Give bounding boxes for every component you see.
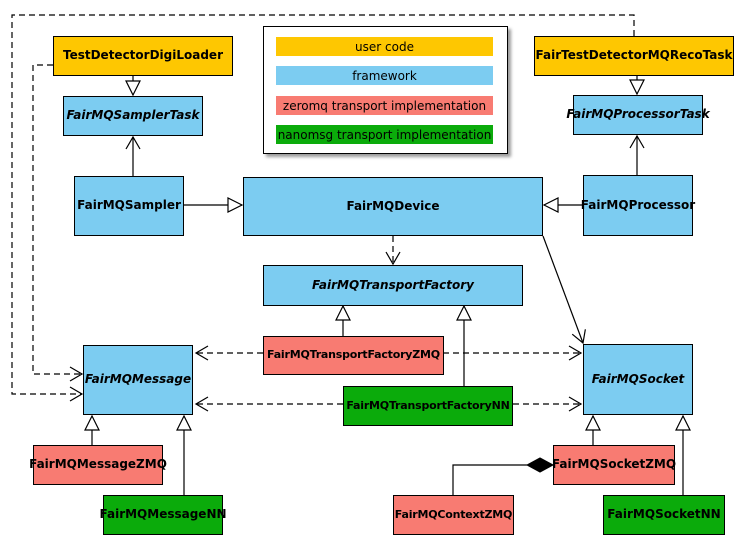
node-fairmq-socket: FairMQSocket [583,344,693,415]
node-label: FairMQSocketZMQ [551,457,677,472]
node-label: FairMQMessageZMQ [29,457,167,472]
node-fairmq-transport-factory-zmq: FairMQTransportFactoryZMQ [263,336,444,375]
node-fairmq-message-nn: FairMQMessageNN [99,495,227,535]
node-label: FairMQTransportFactory [312,277,474,292]
legend-item-zeromq: zeromq transport implementation [276,96,493,115]
composition-diamond [525,457,555,473]
node-label: FairMQMessageNN [99,507,227,522]
node-label: FairMQSocket [591,371,685,386]
node-label: FairMQProcessorTask [566,107,710,122]
edge-device-uses-socket [542,235,586,345]
node-label: FairMQSamplerTask [66,108,200,123]
edge-contextzmq-composition-socketzmq [452,464,527,495]
legend-label: nanomsg transport implementation [277,127,492,142]
node-fairmq-context-zmq: FairMQContextZMQ [393,495,514,535]
node-label: FairMQSocketNN [607,507,721,522]
node-fairmq-socket-zmq: FairMQSocketZMQ [551,445,677,485]
edge-recotask-depends-message [11,14,635,402]
edge-digiloader-depends-message [32,64,84,382]
node-label: FairMQContextZMQ [394,507,513,521]
legend: user code framework zeromq transport imp… [263,26,508,154]
node-fairmq-transport-factory-nn: FairMQTransportFactoryNN [343,386,513,426]
node-label: FairMQDevice [346,198,440,213]
node-label: FairMQMessage [84,372,192,387]
node-test-detector-digi-loader: TestDetectorDigiLoader [53,36,233,76]
node-fairmq-sampler-task: FairMQSamplerTask [63,96,203,136]
legend-item-user-code: user code [276,37,493,56]
node-fair-test-detector-mq-reco-task: FairTestDetectorMQRecoTask [534,36,734,76]
node-fairmq-socket-nn: FairMQSocketNN [603,495,725,535]
node-fairmq-transport-factory: FairMQTransportFactory [263,265,523,306]
node-fairmq-processor: FairMQProcessor [580,175,696,236]
node-label: FairMQSampler [77,198,181,213]
node-label: FairMQTransportFactoryNN [346,398,510,412]
legend-label: zeromq transport implementation [282,98,487,113]
legend-item-nanomsg: nanomsg transport implementation [276,125,493,144]
legend-label: framework [352,68,417,83]
node-fairmq-message-zmq: FairMQMessageZMQ [29,445,167,485]
node-label: FairTestDetectorMQRecoTask [535,48,733,63]
node-fairmq-processor-task: FairMQProcessorTask [566,95,710,135]
node-fairmq-device: FairMQDevice [243,177,543,236]
node-fairmq-message: FairMQMessage [83,345,193,415]
node-label: FairMQProcessor [580,197,696,212]
node-fairmq-sampler: FairMQSampler [74,176,184,236]
node-label: TestDetectorDigiLoader [62,48,223,63]
legend-item-framework: framework [276,66,493,85]
node-label: FairMQTransportFactoryZMQ [267,348,440,362]
legend-label: user code [355,39,414,54]
